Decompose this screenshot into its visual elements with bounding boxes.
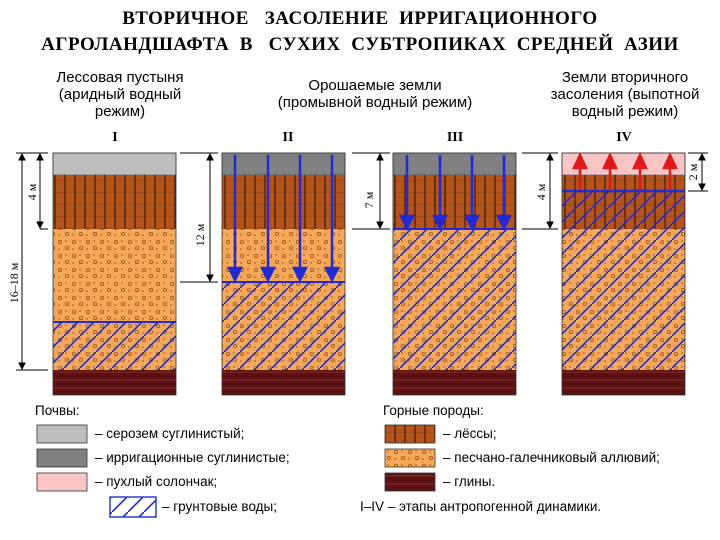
legend-soils-title: Почвы: (35, 403, 80, 418)
column-3-profile (392, 152, 517, 396)
legend-groundwater: – грунтовые воды; (162, 499, 277, 514)
depth-label-col3: 7 м (362, 191, 376, 208)
depth-label-col1-4m: 4 м (25, 183, 39, 200)
legend-serozem: – серозем суглинистый; (95, 426, 245, 441)
depth-label-col4-left: 4 м (534, 183, 548, 200)
caption-loess-desert: Лессовая пустыня (аридный водный режим) (56, 69, 184, 120)
legend-irrigation-soil: – ирригационные суглинистые; (95, 450, 290, 465)
caption-secondary-salinization: Земли вторичного засоления (выпотной вод… (550, 69, 700, 120)
legend-loess: – лёссы; (443, 426, 497, 441)
column-4-profile (561, 152, 686, 396)
column-1-profile (52, 152, 177, 396)
column-label-1: I (112, 130, 118, 145)
column-label-4: IV (616, 130, 632, 145)
legend-solonchak: – пухлый солончак; (95, 474, 218, 489)
title-line-2: АГРОЛАНДШАФТА В СУХИХ СУБТРОПИКАХ СРЕДНЕ… (41, 34, 679, 55)
swatch-serozem (36, 424, 88, 444)
column-label-2: II (282, 130, 294, 145)
swatch-loess (384, 424, 436, 444)
column-label-3: III (446, 130, 464, 145)
depth-label-col1-total: 16–18 м (7, 262, 21, 303)
swatch-solonchak (36, 472, 88, 492)
title-line-1: ВТОРИЧНОЕ ЗАСОЛЕНИЕ ИРРИГАЦИОННОГО (122, 8, 598, 29)
dimension-lines (16, 152, 708, 371)
swatch-clay (384, 472, 436, 492)
column-2-profile (221, 152, 346, 396)
legend-rocks-title: Горные породы: (383, 403, 484, 418)
legend-clay: – глины. (443, 474, 496, 489)
swatch-alluvium (384, 448, 436, 468)
legend-swatches (36, 424, 436, 518)
depth-label-col4-right: 2 м (686, 163, 700, 180)
caption-irrigated-lands: Орошаемые земли (промывной водный режим) (277, 77, 473, 111)
swatch-irrigation-soil (36, 448, 88, 468)
legend-alluvium: – песчано-галечниковый аллювий; (443, 450, 660, 465)
depth-label-col2: 12 м (193, 223, 207, 246)
legend-stages: I–IV – этапы антропогенной динамики. (360, 499, 602, 514)
